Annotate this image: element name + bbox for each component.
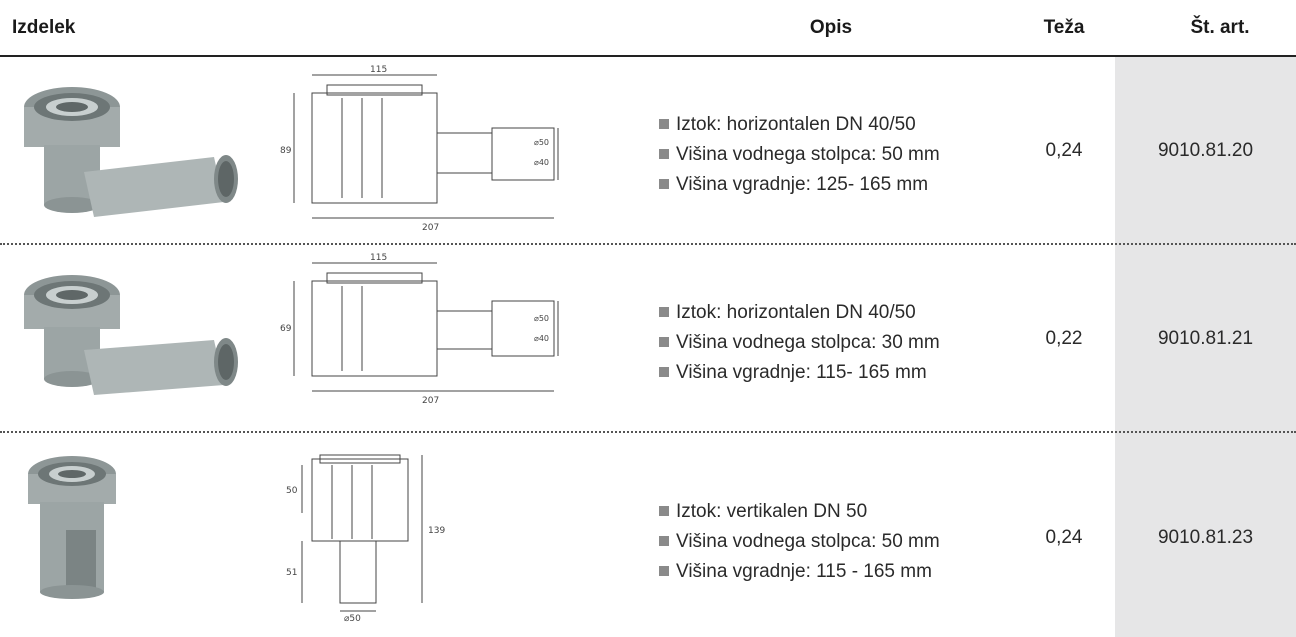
description-line: Višina vgradnje: 115- 165 mm — [659, 358, 940, 388]
dim-diameter: ⌀50 — [344, 614, 361, 623]
description-line: Višina vodnega stolpca: 30 mm — [659, 328, 940, 358]
description-line: Iztok: vertikalen DN 50 — [659, 497, 940, 527]
description: Iztok: horizontalen DN 40/50 Višina vodn… — [659, 298, 940, 388]
description-line: Višina vgradnje: 125- 165 mm — [659, 170, 940, 200]
dim-top: 115 — [370, 253, 387, 263]
dim-outlet: 51 — [286, 568, 297, 578]
description-line: Iztok: horizontalen DN 40/50 — [659, 298, 940, 328]
technical-drawing: 115 69 207 ⌀50 ⌀40 — [280, 253, 559, 406]
technical-drawing: 50 139 51 ⌀50 — [286, 454, 445, 623]
article-column-background — [1115, 57, 1296, 637]
table-row: 115 69 207 ⌀50 ⌀40 Iztok: horizontalen D… — [0, 245, 1296, 431]
article-number: 9010.81.21 — [1157, 328, 1254, 349]
description-line: Višina vgradnje: 115 - 165 mm — [659, 557, 940, 587]
header-weight: Teža — [1043, 17, 1085, 38]
description: Iztok: horizontalen DN 40/50 Višina vodn… — [659, 110, 940, 200]
header-description: Opis — [809, 17, 853, 38]
bullet-icon — [659, 506, 669, 516]
table-row: 50 139 51 ⌀50 Iztok: vertikalen DN 50 Vi… — [0, 433, 1296, 637]
weight-value: 0,24 — [1045, 140, 1083, 161]
bullet-icon — [659, 337, 669, 347]
product-photo — [24, 275, 238, 395]
header-product: Izdelek — [12, 17, 76, 38]
row-separator — [0, 243, 1296, 245]
bullet-icon — [659, 566, 669, 576]
bullet-icon — [659, 119, 669, 129]
product-photo — [28, 456, 116, 599]
article-number: 9010.81.20 — [1157, 140, 1254, 161]
description-line: Višina vodnega stolpca: 50 mm — [659, 140, 940, 170]
dim-d1: ⌀50 — [534, 138, 549, 147]
header-article: Št. art. — [1190, 17, 1250, 38]
bullet-icon — [659, 367, 669, 377]
dim-d2: ⌀40 — [534, 158, 549, 167]
table-header: Izdelek Opis Teža Št. art. — [0, 0, 1296, 57]
table-row: 115 89 207 ⌀50 ⌀40 Iztok: horizontalen D… — [0, 57, 1296, 243]
dim-top: 115 — [370, 65, 387, 75]
bullet-icon — [659, 179, 669, 189]
dim-height: 69 — [280, 324, 292, 334]
dim-height: 139 — [428, 526, 445, 536]
dim-height: 89 — [280, 146, 292, 156]
row-separator — [0, 431, 1296, 433]
description: Iztok: vertikalen DN 50 Višina vodnega s… — [659, 497, 940, 587]
dim-bottom: 207 — [422, 396, 439, 406]
bullet-icon — [659, 536, 669, 546]
dim-trap: 50 — [286, 486, 298, 496]
weight-value: 0,22 — [1045, 328, 1083, 349]
dim-bottom: 207 — [422, 223, 439, 233]
weight-value: 0,24 — [1045, 527, 1083, 548]
description-line: Iztok: horizontalen DN 40/50 — [659, 110, 940, 140]
dim-d2: ⌀40 — [534, 334, 549, 343]
article-number: 9010.81.23 — [1157, 527, 1254, 548]
bullet-icon — [659, 149, 669, 159]
dim-d1: ⌀50 — [534, 314, 549, 323]
product-photo — [24, 87, 238, 217]
technical-drawing: 115 89 207 ⌀50 ⌀40 — [280, 65, 559, 233]
description-line: Višina vodnega stolpca: 50 mm — [659, 527, 940, 557]
bullet-icon — [659, 307, 669, 317]
